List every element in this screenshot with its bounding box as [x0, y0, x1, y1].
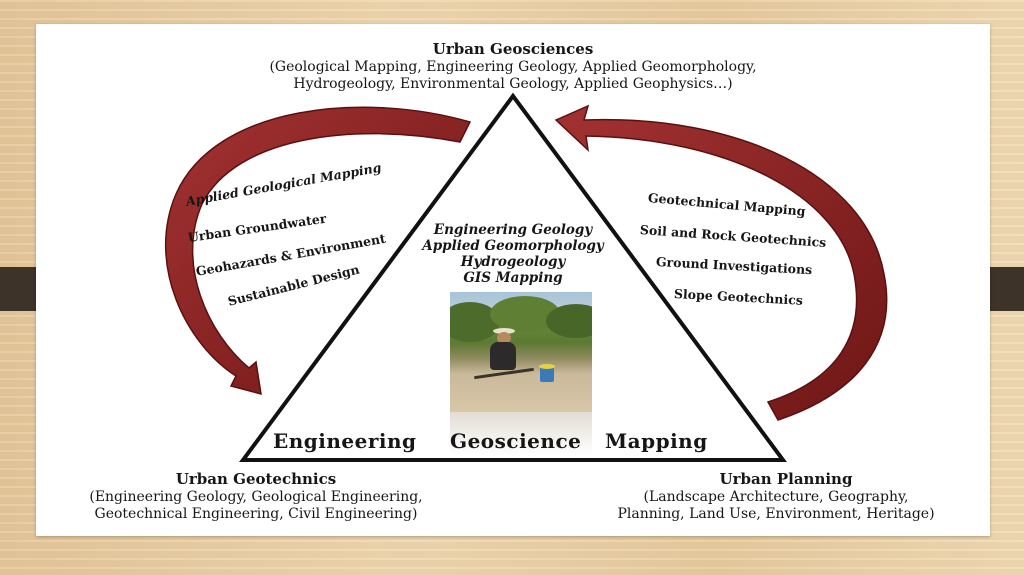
left-curved-arrow [165, 106, 472, 396]
diagram-graphics [165, 92, 888, 462]
base-label-mapping: Mapping [605, 429, 708, 453]
urban-geotechnics-desc-line2: Geotechnical Engineering, Civil Engineer… [94, 506, 418, 522]
central-triangle [239, 92, 787, 462]
base-label-geoscience: Geoscience [450, 429, 582, 453]
photo-reflection [450, 412, 592, 456]
center-item-hydrogeology: Hydrogeology [460, 254, 566, 270]
base-label-engineering: Engineering [273, 429, 417, 453]
urban-geosciences-desc-line2: Hydrogeology, Environmental Geology, App… [293, 76, 733, 92]
center-item-engineering-geology: Engineering Geology [433, 222, 593, 238]
urban-planning-title: Urban Planning [719, 470, 853, 488]
urban-geotechnics-desc-line1: (Engineering Geology, Geological Enginee… [89, 489, 423, 505]
diagram-slide: Urban Geosciences (Geological Mapping, E… [36, 24, 990, 536]
urban-geotechnics-title: Urban Geotechnics [175, 470, 337, 488]
background-band-left [0, 267, 36, 311]
background-band-right [990, 267, 1024, 311]
urban-planning-desc-line2: Planning, Land Use, Environment, Heritag… [617, 506, 935, 522]
urban-planning-desc-line1: (Landscape Architecture, Geography, [643, 489, 909, 505]
center-item-gis-mapping: GIS Mapping [463, 270, 563, 286]
urban-geosciences-title: Urban Geosciences [432, 40, 594, 58]
center-item-applied-geomorphology: Applied Geomorphology [422, 238, 604, 254]
urban-geosciences-desc-line1: (Geological Mapping, Engineering Geology… [269, 59, 757, 75]
right-curved-arrow [554, 104, 888, 421]
field-mapping-photo [450, 292, 592, 412]
